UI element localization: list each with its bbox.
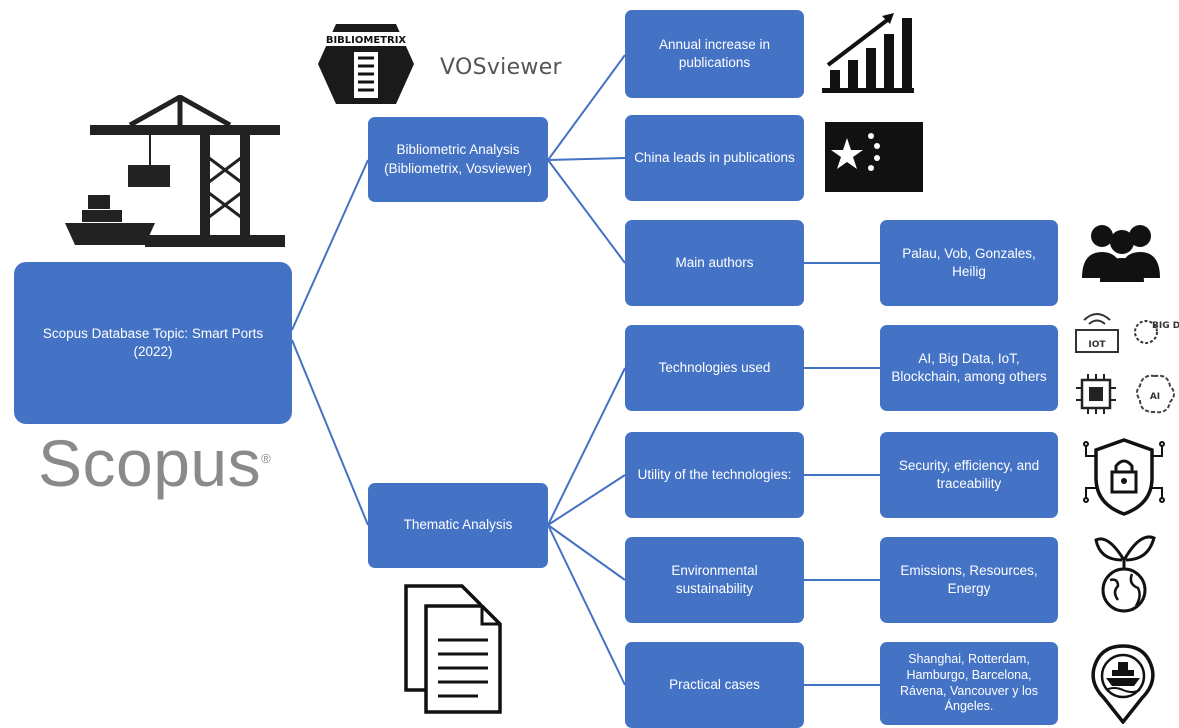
svg-text:BIBLIOMETRIX: BIBLIOMETRIX [326, 35, 407, 46]
node-technologies-used-label: Technologies used [658, 359, 771, 375]
connector-bibliometric-china [547, 157, 626, 161]
node-thematic-analysis-label: Thematic Analysis [403, 517, 513, 533]
big-data-icon: BIG DATA [1134, 320, 1179, 344]
iot-icon: IOT [1075, 313, 1119, 353]
scopus-logo-text: Scopus [38, 426, 262, 500]
connector-thematic-environment [547, 524, 626, 581]
connector-bibliometric-authors [547, 159, 626, 264]
node-environmental-label: Environmental sustainability [671, 562, 758, 596]
node-annual-increase: Annual increase in publications [625, 10, 804, 98]
node-authors-names-label: Palau, Vob, Gonzales, Heilig [902, 245, 1036, 279]
connector-root-bibliometric [291, 159, 369, 331]
node-technologies-list-label: AI, Big Data, IoT, Blockchain, among oth… [891, 350, 1047, 384]
node-main-authors-label: Main authors [675, 254, 754, 270]
node-utility-list: Security, efficiency, and traceability [880, 432, 1058, 518]
connector-thematic-technologies [547, 367, 626, 526]
node-environment-list-label: Emissions, Resources, Energy [900, 562, 1038, 596]
vosviewer-logo-text: VOSviewer [440, 55, 562, 80]
node-technologies-list: AI, Big Data, IoT, Blockchain, among oth… [880, 325, 1058, 411]
chip-icon [1076, 374, 1116, 414]
node-utility-label: Utility of the technologies: [637, 466, 792, 482]
connector-thematic-cases [547, 524, 626, 686]
node-bibliometric-analysis: Bibliometric Analysis (Bibliometrix, Vos… [368, 117, 548, 202]
node-main-authors: Main authors [625, 220, 804, 306]
node-bibliometric-analysis-label: Bibliometric Analysis (Bibliometrix, Vos… [384, 142, 532, 176]
node-cases-list: Shanghai, Rotterdam, Hamburgo, Barcelona… [880, 642, 1058, 725]
port-crane-icon [65, 95, 285, 247]
scopus-logo: Scopus® [38, 426, 272, 500]
node-authors-names: Palau, Vob, Gonzales, Heilig [880, 220, 1058, 306]
node-cases-list-label: Shanghai, Rotterdam, Hamburgo, Barcelona… [899, 652, 1039, 714]
security-lock-icon [1083, 438, 1165, 516]
big-data-icon-text: BIG DATA [1152, 321, 1179, 331]
node-annual-increase-label: Annual increase in publications [658, 36, 771, 70]
node-environmental: Environmental sustainability [625, 537, 804, 623]
people-icon [1082, 225, 1160, 282]
eco-globe-icon [1094, 535, 1156, 613]
node-technologies-used: Technologies used [625, 325, 804, 411]
root-node: Scopus Database Topic: Smart Ports (2022… [14, 262, 292, 424]
node-china-leads: China leads in publications [625, 115, 804, 201]
node-environment-list: Emissions, Resources, Energy [880, 537, 1058, 623]
node-utility-list-label: Security, efficiency, and traceability [898, 457, 1040, 491]
connector-root-thematic [291, 339, 369, 526]
ship-location-icon [1091, 644, 1155, 724]
node-china-leads-label: China leads in publications [634, 149, 795, 165]
connector-thematic-utility [547, 474, 626, 526]
node-practical-cases-label: Practical cases [669, 676, 760, 692]
bibliometrix-logo: BIBLIOMETRIX [318, 24, 414, 104]
node-thematic-analysis: Thematic Analysis [368, 483, 548, 568]
china-flag-icon [825, 122, 923, 192]
ai-brain-icon-text: AI [1150, 392, 1160, 402]
connector-bibliometric-annual [547, 54, 626, 161]
node-utility: Utility of the technologies: [625, 432, 804, 518]
vosviewer-logo: VOSviewer [440, 55, 562, 80]
ai-brain-icon: AI [1136, 374, 1175, 414]
root-node-label: Scopus Database Topic: Smart Ports (2022… [42, 325, 264, 359]
node-practical-cases: Practical cases [625, 642, 804, 728]
growth-chart-icon [822, 13, 914, 93]
documents-icon [404, 584, 502, 714]
iot-icon-text: IOT [1088, 340, 1106, 350]
